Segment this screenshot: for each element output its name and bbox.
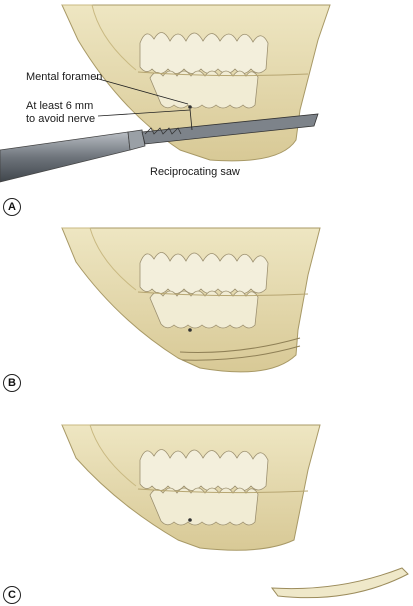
distance-label-line1: At least 6 mm xyxy=(26,100,94,112)
mental-foramen-label: Mental foramen xyxy=(26,71,103,83)
mental-foramen-dot-b xyxy=(188,328,192,332)
panel-c-mandible xyxy=(61,424,321,551)
reciprocating-saw xyxy=(0,113,319,183)
leader-lines xyxy=(94,77,193,131)
saw-label: Reciprocating saw xyxy=(150,166,240,178)
mental-foramen-dot-c xyxy=(188,518,192,522)
panel-letter-b: B xyxy=(3,374,21,392)
distance-label-line2: to avoid nerve xyxy=(26,113,96,125)
panel-b-mandible xyxy=(61,227,321,373)
panel-letter-a: A xyxy=(3,198,21,216)
panel-letter-c: C xyxy=(3,586,21,604)
mental-foramen-dot-a xyxy=(188,105,192,109)
bone-segment xyxy=(270,567,409,599)
